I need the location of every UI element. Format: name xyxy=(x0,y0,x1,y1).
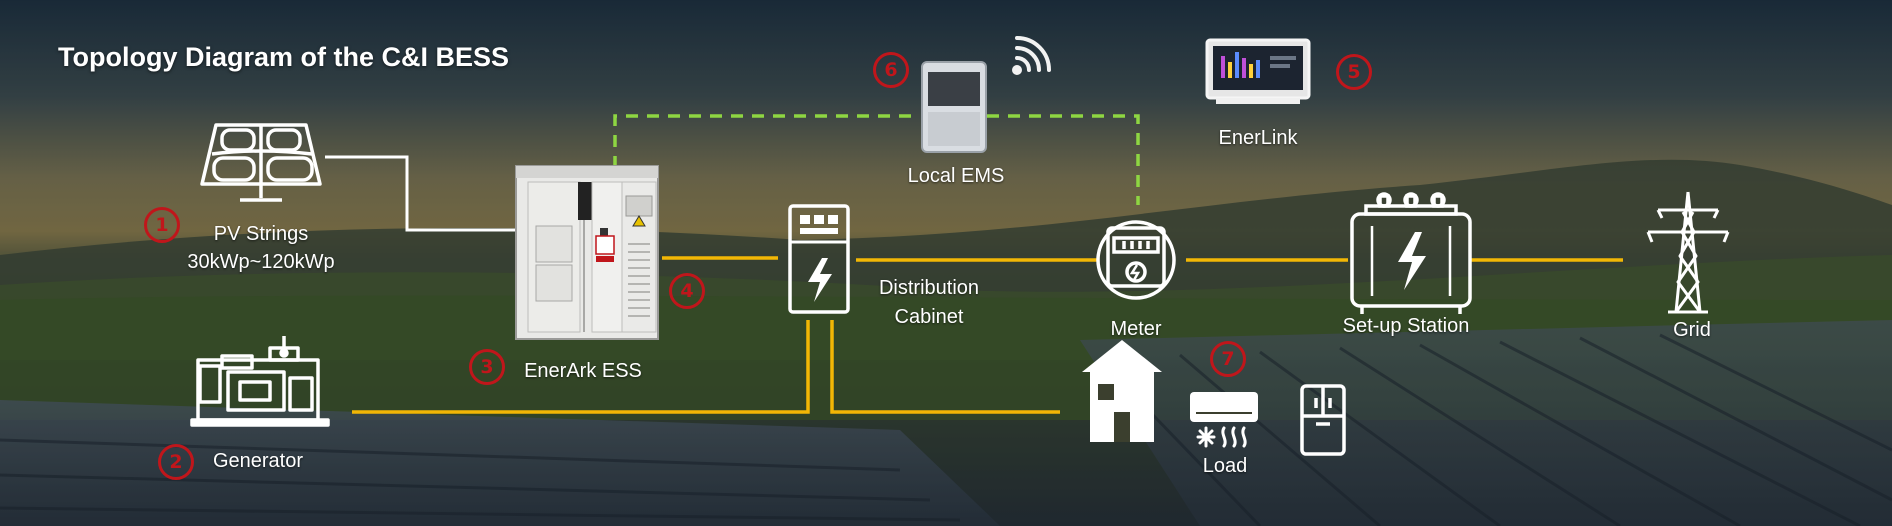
refrigerator-icon xyxy=(1300,384,1346,456)
badge-ess-connection: 4 xyxy=(669,273,705,309)
enerlink-monitor xyxy=(1205,38,1311,104)
badge-enerlink: 5 xyxy=(1336,54,1372,90)
pv-connection-line xyxy=(325,155,515,232)
diagram-title: Topology Diagram of the C&I BESS xyxy=(58,42,510,72)
meter-icon xyxy=(1096,220,1176,300)
enerark-ess-label: EnerArk ESS xyxy=(524,360,642,382)
meter-label: Meter xyxy=(1110,318,1162,340)
load-label: Load xyxy=(1202,455,1248,477)
solar-panel-icon xyxy=(200,123,322,202)
badge-load: 7 xyxy=(1210,341,1246,377)
air-conditioner-icon xyxy=(1190,392,1258,448)
house-icon xyxy=(1082,340,1162,442)
distribution-cabinet-label-line1: Distribution xyxy=(878,277,980,299)
power-connection-lines xyxy=(352,256,1623,414)
badge-generator: 2 xyxy=(158,444,194,480)
transformer-icon xyxy=(1350,192,1472,314)
pv-strings-label: PV Strings xyxy=(213,223,309,245)
badge-local-ems: 6 xyxy=(873,52,909,88)
communication-line xyxy=(613,114,1140,205)
badge-pv-strings: 1 xyxy=(144,207,180,243)
generator-icon xyxy=(190,336,330,427)
enerlink-label: EnerLink xyxy=(1218,127,1298,149)
transmission-tower-icon xyxy=(1646,191,1730,314)
wifi-signal-icon xyxy=(1012,36,1051,75)
setup-station-label: Set-up Station xyxy=(1342,315,1470,337)
local-ems-device xyxy=(921,61,987,153)
local-ems-label: Local EMS xyxy=(907,165,1005,187)
generator-label: Generator xyxy=(212,450,304,472)
distribution-cabinet-icon xyxy=(788,204,850,314)
pv-capacity-label: 30kWp~120kWp xyxy=(187,251,335,273)
distribution-cabinet-label-line2: Cabinet xyxy=(894,306,964,328)
badge-enerark-ess: 3 xyxy=(469,349,505,385)
grid-label: Grid xyxy=(1673,319,1711,341)
enerark-ess-cabinet xyxy=(515,165,659,340)
